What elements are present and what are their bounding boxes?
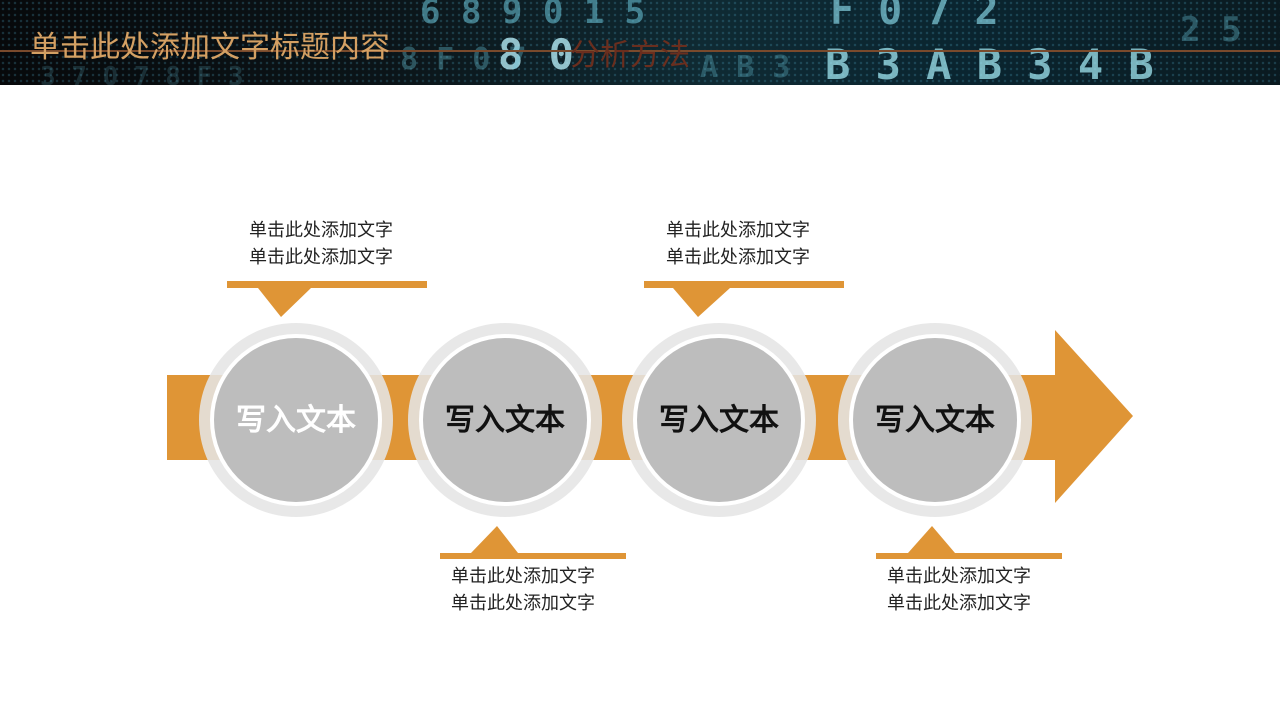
step-1-note-line-1: 单击此处添加文字	[249, 220, 393, 241]
header-decoration: 8 F 0 7	[400, 42, 527, 77]
step-1-note[interactable]: 单击此处添加文字 单击此处添加文字	[221, 217, 421, 271]
step-2-callout-pointer	[440, 526, 626, 559]
page-subtitle: 分析方法	[570, 38, 690, 73]
step-4[interactable]: 写入文本	[838, 323, 1032, 517]
header-decoration: B 3 A B 3 4 B	[825, 40, 1154, 85]
step-3[interactable]: 写入文本	[622, 323, 816, 517]
header-decoration: 3 7 0 7 8 F 3	[40, 62, 244, 85]
step-3-note-line-1: 单击此处添加文字	[666, 220, 810, 241]
header-decoration: F 0 7 2	[830, 0, 999, 34]
step-4-note-line-1: 单击此处添加文字	[887, 566, 1031, 587]
step-4-note[interactable]: 单击此处添加文字 单击此处添加文字	[859, 563, 1059, 617]
header-decoration: 2 5	[1180, 10, 1242, 50]
step-4-circle	[853, 338, 1017, 502]
header-banner: 6 8 9 0 1 5 8 0 8 F 0 7 F 0 7 2 B 3 A B …	[0, 0, 1280, 85]
step-2-label: 写入文本	[445, 403, 565, 438]
step-1[interactable]: 写入文本	[199, 323, 393, 517]
step-1-circle	[214, 338, 378, 502]
step-3-label: 写入文本	[659, 403, 779, 438]
header-texture	[0, 0, 1280, 85]
step-4-callout-pointer	[876, 526, 1062, 559]
step-3-callout-pointer	[644, 281, 844, 317]
step-3-circle	[637, 338, 801, 502]
step-1-note-line-2: 单击此处添加文字	[249, 247, 393, 268]
step-2-circle	[423, 338, 587, 502]
header-decoration: A B 3	[700, 50, 791, 85]
step-4-note-line-2: 单击此处添加文字	[887, 593, 1031, 614]
step-1-callout-pointer	[227, 281, 427, 317]
page-title: 单击此处添加文字标题内容	[30, 30, 390, 65]
step-2-note-line-2: 单击此处添加文字	[451, 593, 595, 614]
step-2-note-line-1: 单击此处添加文字	[451, 566, 595, 587]
step-4-label: 写入文本	[875, 403, 995, 438]
step-2[interactable]: 写入文本	[408, 323, 602, 517]
step-1-label: 写入文本	[236, 403, 356, 438]
header-decoration: 8 0	[498, 30, 574, 79]
header-decoration: 6 8 9 0 1 5	[420, 0, 646, 32]
step-2-note[interactable]: 单击此处添加文字 单击此处添加文字	[423, 563, 623, 617]
step-3-note[interactable]: 单击此处添加文字 单击此处添加文字	[638, 217, 838, 271]
header-rule	[0, 50, 1280, 52]
step-3-note-line-2: 单击此处添加文字	[666, 247, 810, 268]
